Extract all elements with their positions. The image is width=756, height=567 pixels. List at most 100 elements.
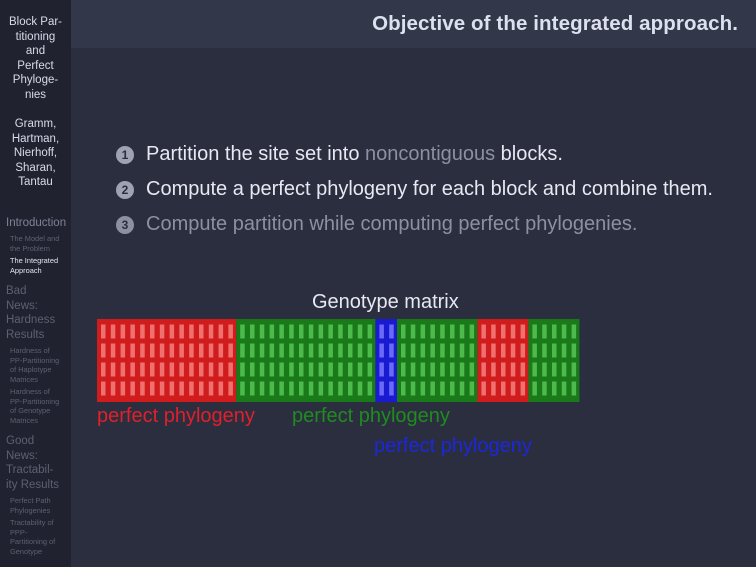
matrix-cell	[420, 362, 426, 377]
presentation-authors[interactable]: Gramm, Hartman, Nierhoff, Sharan, Tantau	[11, 118, 60, 188]
matrix-cell	[469, 324, 475, 339]
presentation-title[interactable]: Block Par- titioning and Perfect Phyloge…	[8, 16, 63, 101]
matrix-cell	[481, 324, 486, 339]
sidebar-nav: Introduction The Model and the Problem T…	[0, 216, 71, 557]
red-block-label: perfect phylogeny	[97, 405, 255, 427]
matrix-cell	[357, 381, 363, 396]
nav-section-hardness-results[interactable]: Bad News: Hardness Results	[6, 285, 56, 341]
matrix-cell	[240, 343, 245, 358]
matrix-cell	[459, 362, 465, 377]
matrix-cell	[440, 381, 445, 396]
matrix-cell	[357, 362, 363, 377]
matrix-cell	[179, 362, 184, 377]
matrix-cell	[410, 343, 416, 358]
matrix-cell	[520, 324, 526, 339]
sidebar: Block Par- titioning and Perfect Phyloge…	[0, 0, 71, 567]
matrix-cell	[130, 362, 135, 377]
matrix-cell	[130, 343, 135, 358]
matrix-cell	[510, 381, 516, 396]
matrix-cell	[510, 362, 516, 377]
matrix-cell	[552, 362, 557, 377]
matrix-cell	[430, 324, 435, 339]
matrix-cell	[308, 381, 314, 396]
matrix-block-red	[477, 319, 529, 402]
matrix-cell	[299, 324, 304, 339]
nav-subsection-integrated-approach[interactable]: The Integrated Approach	[10, 256, 59, 275]
matrix-cell	[110, 362, 116, 377]
nav-subsection-ppp-tractability[interactable]: Tractability of PPP- Partitioning of Gen…	[10, 518, 56, 556]
matrix-cell	[140, 343, 145, 358]
matrix-cell	[348, 343, 353, 358]
matrix-cell	[279, 381, 284, 396]
matrix-cell	[389, 381, 394, 396]
matrix-cell	[289, 324, 294, 339]
matrix-block-green	[397, 319, 478, 402]
matrix-cell	[401, 343, 406, 358]
matrix-cell	[348, 362, 353, 377]
matrix-cell	[348, 381, 353, 396]
matrix-cell	[159, 381, 165, 396]
matrix-cell	[269, 324, 275, 339]
frame-title: Objective of the integrated approach.	[372, 12, 738, 35]
matrix-cell	[228, 324, 233, 339]
matrix-cell	[328, 362, 333, 377]
matrix-cell	[130, 324, 135, 339]
matrix-block-green	[528, 319, 580, 402]
matrix-cell	[169, 362, 175, 377]
matrix-cell	[120, 343, 126, 358]
matrix-cell	[367, 362, 373, 377]
matrix-cell	[308, 324, 314, 339]
matrix-cell	[450, 343, 455, 358]
matrix-cell	[440, 324, 445, 339]
nav-subsection-model-and-problem[interactable]: The Model and the Problem	[10, 234, 60, 253]
nav-section-introduction[interactable]: Introduction	[6, 216, 67, 229]
matrix-cell	[199, 324, 204, 339]
matrix-cell	[250, 362, 255, 377]
matrix-cell	[120, 324, 126, 339]
matrix-cell	[269, 381, 275, 396]
matrix-cell	[450, 324, 455, 339]
matrix-cell	[259, 343, 265, 358]
matrix-cell	[308, 362, 314, 377]
matrix-cell	[101, 324, 106, 339]
matrix-block-red	[97, 319, 237, 402]
matrix-cell	[430, 362, 435, 377]
matrix-cell	[379, 343, 384, 358]
nav-subsection-genotype-hardness[interactable]: Hardness of PP-Partitioning of Genotype …	[10, 387, 60, 425]
matrix-cell	[401, 381, 406, 396]
matrix-cell	[571, 362, 577, 377]
matrix-cell	[189, 343, 194, 358]
nav-subsection-perfect-path-phylogenies[interactable]: Perfect Path Phylogenies	[10, 496, 51, 515]
matrix-cell	[199, 362, 204, 377]
matrix-cell	[189, 362, 194, 377]
matrix-cell	[348, 324, 353, 339]
matrix-cell	[250, 324, 255, 339]
matrix-cell	[532, 343, 537, 358]
matrix-cell	[179, 324, 184, 339]
matrix-cell	[218, 324, 224, 339]
matrix-cell	[140, 381, 145, 396]
matrix-cell	[430, 381, 435, 396]
matrix-cell	[459, 343, 465, 358]
matrix-cell	[571, 324, 577, 339]
matrix-cell	[120, 381, 126, 396]
matrix-cell	[130, 381, 135, 396]
nav-section-tractability-results[interactable]: Good News: Tractabil- ity Results	[6, 435, 60, 491]
matrix-cell	[542, 343, 547, 358]
matrix-cell	[208, 343, 214, 358]
matrix-cell	[532, 324, 537, 339]
nav-subsection-haplotype-hardness[interactable]: Hardness of PP-Partitioning of Haplotype…	[10, 346, 60, 384]
matrix-cell	[420, 343, 426, 358]
matrix-cell	[228, 362, 233, 377]
matrix-cell	[299, 362, 304, 377]
matrix-cell	[318, 381, 324, 396]
matrix-cell	[379, 381, 384, 396]
matrix-cell	[532, 362, 537, 377]
matrix-cell	[308, 343, 314, 358]
matrix-cell	[179, 381, 184, 396]
matrix-cell	[491, 343, 496, 358]
matrix-cell	[259, 362, 265, 377]
matrix-cell	[420, 381, 426, 396]
